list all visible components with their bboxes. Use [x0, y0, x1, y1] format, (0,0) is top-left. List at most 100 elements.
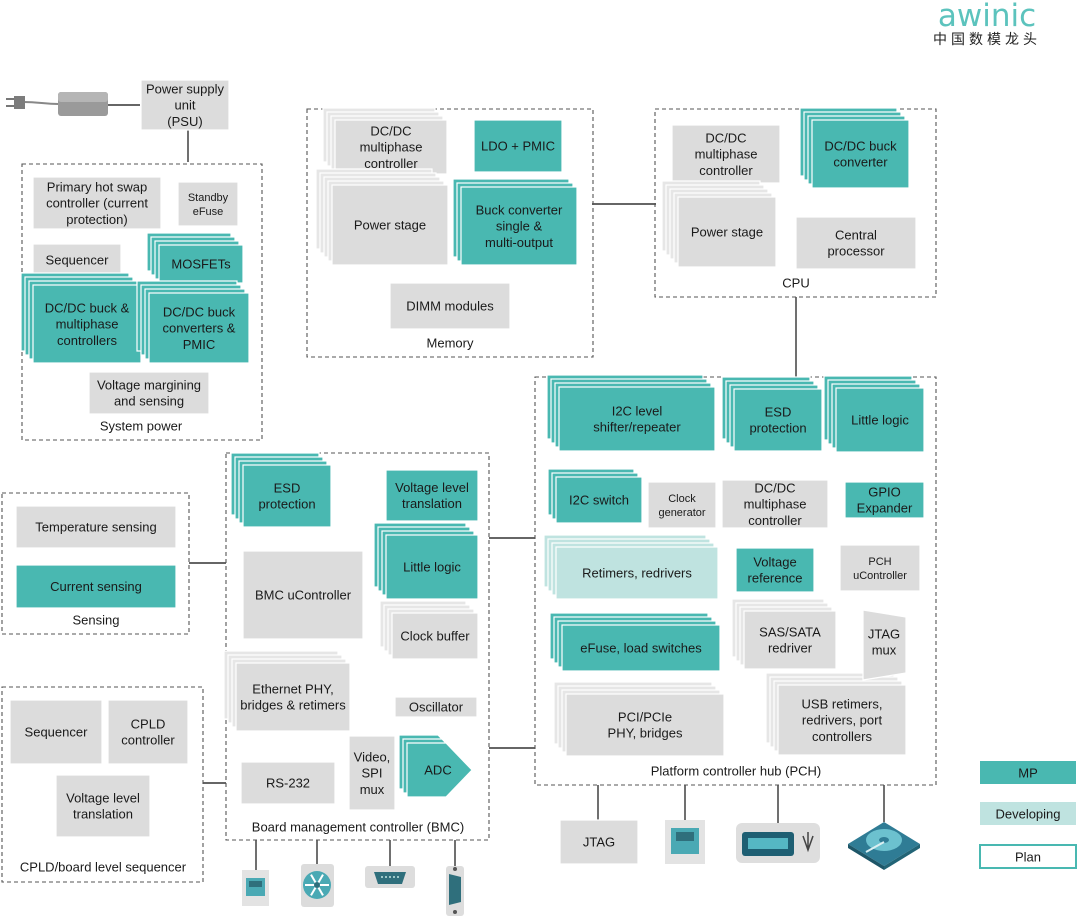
block-face-ethernet-phy	[235, 662, 351, 732]
block-face-voltage-margining	[88, 371, 210, 415]
group-label-system-power: System power	[100, 419, 183, 434]
group-frame-cpld	[1, 686, 204, 883]
block-face-mem-dcdc-multi	[334, 119, 448, 175]
group-label-memory: Memory	[427, 336, 474, 351]
block-face-jtag-mux	[862, 609, 907, 681]
group-label-pch: Platform controller hub (PCH)	[651, 764, 822, 779]
block-adc: ADC	[398, 734, 473, 798]
block-face-jtag-port	[559, 819, 639, 865]
brand-tagline: 中国数模龙头	[933, 32, 1041, 48]
block-face-pch-little-logic	[835, 387, 925, 453]
group-frame-sensing	[1, 492, 190, 635]
block-face-current-sensing	[15, 564, 177, 609]
hdmi-usb-port-icon	[736, 823, 820, 863]
legend-plan: Plan	[979, 844, 1077, 869]
block-label-mosfets: MOSFETs	[171, 257, 231, 272]
block-label-current-sensing: Current sensing	[50, 579, 142, 594]
legend-swatch-developing	[980, 802, 1076, 825]
group-label-cpu: CPU	[782, 276, 809, 291]
block-ethernet-phy: Ethernet PHY,bridges & retimers	[223, 650, 351, 732]
block-face-video-spi-mux	[348, 735, 396, 811]
group-system-power: System power	[21, 163, 263, 441]
legend-swatch-mp	[980, 761, 1076, 784]
block-face-dcdc-buck-multi	[32, 284, 142, 364]
legend-developing: Developing	[980, 802, 1076, 825]
group-frame-pch	[534, 376, 937, 786]
block-bmc-little-logic: Little logic	[373, 522, 479, 600]
block-face-retimers	[555, 546, 719, 600]
block-jtag-port: JTAG	[559, 819, 639, 865]
block-mosfets: MOSFETs	[146, 232, 244, 284]
brand-name: awinic	[938, 0, 1036, 34]
group-frame-system-power	[21, 163, 263, 441]
legend-label-developing: Developing	[995, 807, 1060, 822]
block-face-oscillator	[394, 696, 478, 718]
block-label-bmc-little-logic: Little logic	[403, 560, 461, 575]
group-label-sensing: Sensing	[73, 613, 120, 628]
group-sensing: Sensing	[1, 492, 190, 635]
block-face-dimm	[389, 282, 511, 330]
block-oscillator: Oscillator	[394, 696, 478, 718]
block-face-buck-single-multi	[460, 186, 578, 266]
block-face-bmc-ucontroller	[242, 550, 364, 640]
block-sequencer-sp: Sequencer	[32, 243, 122, 277]
group-frame-cpu	[654, 108, 937, 298]
block-label-efuse-load: eFuse, load switches	[580, 641, 702, 656]
vga-connector-icon	[365, 866, 415, 888]
block-i2c-switch: I2C switch	[547, 468, 643, 524]
block-face-cpu-dcdc-multi	[671, 124, 781, 184]
block-label-clock-buffer: Clock buffer	[400, 629, 470, 644]
block-face-i2c-switch	[555, 476, 643, 524]
block-cpld-sequencer: Sequencer	[9, 699, 103, 765]
block-clock-buffer: Clock buffer	[379, 600, 479, 660]
block-face-efuse-load	[561, 624, 721, 672]
block-face-temp-sensing	[15, 505, 177, 549]
block-ldo-pmic: LDO + PMIC	[473, 119, 563, 173]
block-label-oscillator: Oscillator	[409, 700, 464, 715]
block-retimers: Retimers, redrivers	[543, 534, 719, 600]
block-face-pch-ucontroller	[839, 544, 921, 592]
block-face-cpld-vlt	[55, 774, 151, 838]
group-cpu: CPU	[654, 108, 937, 298]
block-bmc-ucontroller: BMC uController	[242, 550, 364, 640]
block-rs232: RS-232	[240, 761, 336, 805]
block-face-bmc-vlt	[385, 469, 479, 522]
block-temp-sensing: Temperature sensing	[15, 505, 177, 549]
block-label-pch-little-logic: Little logic	[851, 413, 909, 428]
block-label-jtag-port: JTAG	[583, 835, 615, 850]
block-face-hot-swap	[32, 176, 162, 230]
power-adapter-icon	[6, 92, 108, 116]
block-face-rs232	[240, 761, 336, 805]
block-face-dcdc-buck-pmic	[148, 292, 250, 364]
legend-label-mp: MP	[1018, 766, 1038, 781]
block-face-clock-generator	[647, 481, 717, 529]
block-pch-little-logic: Little logic	[823, 375, 925, 453]
